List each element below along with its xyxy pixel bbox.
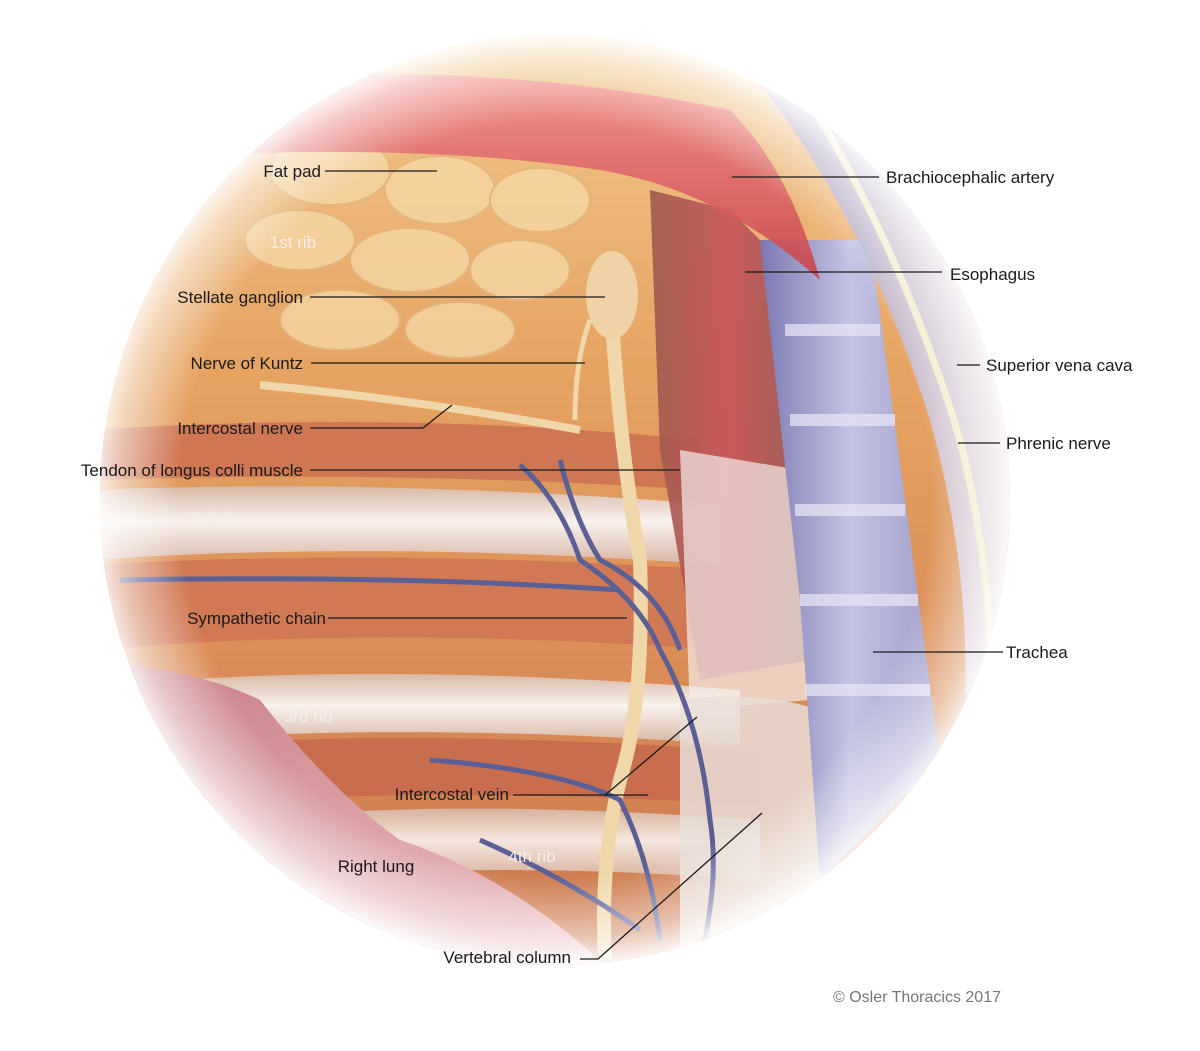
label-superior-vena-cava: Superior vena cava	[986, 356, 1133, 375]
leader-intercostal-nerve	[310, 404, 453, 429]
label-1st-rib: 1st rib	[270, 233, 316, 252]
label-2nd-rib: 2nd rib	[187, 508, 239, 527]
label-4th-rib: 4th rib	[508, 847, 555, 866]
label-3rd-rib: 3rd rib	[284, 707, 332, 726]
label-intercostal-nerve: Intercostal nerve	[177, 419, 303, 438]
label-right-lung: Right lung	[338, 857, 415, 876]
label-tendon-longus-colli: Tendon of longus colli muscle	[81, 461, 303, 480]
label-vertebral-column: Vertebral column	[443, 948, 571, 967]
vignette-overlay	[100, 35, 1010, 965]
label-stellate-ganglion: Stellate ganglion	[177, 288, 303, 307]
illustration-view	[100, 35, 1010, 965]
label-nerve-of-kuntz: Nerve of Kuntz	[191, 354, 303, 373]
leader-vertebral-column	[580, 812, 763, 960]
label-intercostal-vein: Intercostal vein	[395, 785, 509, 804]
label-brachiocephalic-artery: Brachiocephalic artery	[886, 168, 1055, 187]
label-esophagus: Esophagus	[950, 265, 1035, 284]
label-fat-pad: Fat pad	[263, 162, 321, 181]
leader-lines	[310, 170, 1003, 960]
labels: Fat pad Brachiocephalic artery Esophagus…	[81, 162, 1133, 1006]
label-trachea: Trachea	[1006, 643, 1068, 662]
leader-intercostal-vein-diagonal	[603, 716, 698, 797]
label-sympathetic-chain: Sympathetic chain	[187, 609, 326, 628]
label-phrenic-nerve: Phrenic nerve	[1006, 434, 1111, 453]
copyright-notice: © Osler Thoracics 2017	[833, 989, 1001, 1006]
